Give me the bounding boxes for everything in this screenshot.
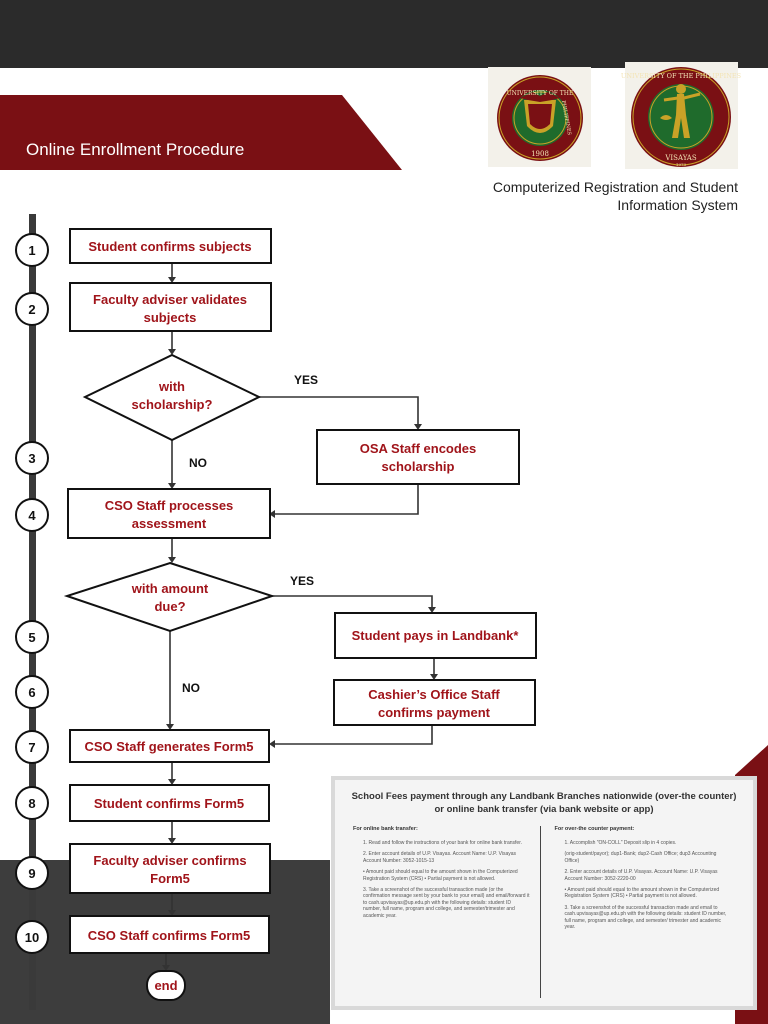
node-label: CSO Staff confirms Form5 <box>88 928 251 943</box>
svg-text:1908: 1908 <box>531 150 549 158</box>
system-name-line-2: Information System <box>617 197 738 213</box>
step-number: 3 <box>28 451 35 466</box>
arrow-osa-4 <box>272 484 419 515</box>
step-8-marker <box>15 786 49 820</box>
system-name: Computerized Registration and Student In… <box>493 178 738 214</box>
svg-text:1973: 1973 <box>676 162 687 167</box>
system-name-line-1: Computerized Registration and Student <box>492 179 738 195</box>
node-adviser-confirms-form5 <box>69 843 271 894</box>
instruction-item: 2. Enter account details of U.P. Visayas… <box>564 869 718 882</box>
node-label: Student confirms subjects <box>88 239 251 254</box>
payment-instructions-card: School Fees payment through any Landbank… <box>331 776 757 1010</box>
node-cso-assessment <box>67 488 271 539</box>
instruction-item: (orig-student/payor); dup1-Bank; dup2-Ca… <box>564 851 717 864</box>
step-number: 2 <box>28 302 35 317</box>
instruction-item: 3. Take a screenshot of the successful t… <box>363 887 530 919</box>
node-student-confirms-form5 <box>69 784 270 822</box>
node-student-confirms-subjects <box>69 228 272 264</box>
over-the-counter-column: For over-the counter payment: 1. Accompl… <box>539 826 742 998</box>
node-label: Faculty adviser validates <box>93 292 247 307</box>
decision-amount-due <box>63 561 276 633</box>
instruction-item: 1. Read and follow the instructions of y… <box>363 840 522 846</box>
decision-scholarship <box>82 353 262 442</box>
step-number: 10 <box>25 930 39 945</box>
instruction-item: • Amount paid should equal to the amount… <box>363 869 518 882</box>
node-label: Cashier’s Office Staff <box>368 687 500 702</box>
node-student-pays <box>334 612 537 659</box>
step-7-marker <box>15 730 49 764</box>
step-3-marker <box>15 441 49 475</box>
instruction-item: 1. Accomplish "ON-COLL" Deposit slip in … <box>564 840 677 846</box>
decision-label: with <box>158 379 185 394</box>
step-number: 7 <box>28 740 35 755</box>
step-1-marker <box>15 233 49 267</box>
decision-label: due? <box>154 599 185 614</box>
node-label: assessment <box>132 516 207 531</box>
node-label: confirms payment <box>378 705 491 720</box>
arrow-yes2 <box>272 595 433 610</box>
branch-yes-label: YES <box>294 373 318 387</box>
branch-no-label: NO <box>189 456 207 470</box>
decision-label: scholarship? <box>132 397 213 412</box>
up-visayas-seal-logo: UNIVERSITY OF THE PHILIPPINES VISAYAS 19… <box>621 62 741 169</box>
top-bar <box>0 0 768 68</box>
node-label: Faculty adviser confirms <box>93 853 246 868</box>
node-label: scholarship <box>382 459 455 474</box>
instruction-item: 2. Enter account details of U.P. Visayas… <box>363 851 517 864</box>
title-band <box>0 95 402 170</box>
counter-heading: For over-the counter payment: <box>554 826 635 832</box>
step-10-marker <box>15 920 49 954</box>
arrowheads <box>162 277 438 971</box>
card-title: School Fees payment through any Landbank… <box>351 791 737 815</box>
node-label: CSO Staff generates Form5 <box>84 739 253 754</box>
step-number: 6 <box>28 685 35 700</box>
instruction-item: 3. Take a screenshot of the successful t… <box>564 904 727 931</box>
up-seal-logo: UNIVERSITY OF THE PHILIPPINES 1908 <box>488 67 591 167</box>
step-5-marker <box>15 620 49 654</box>
step-4-marker <box>15 498 49 532</box>
node-cashier-confirms <box>333 679 536 726</box>
step-number: 9 <box>28 866 35 881</box>
node-end <box>146 970 186 1001</box>
branch-no-label: NO <box>182 681 200 695</box>
node-osa-encodes <box>316 429 520 485</box>
step-2-marker <box>15 292 49 326</box>
timeline-bar <box>29 214 36 1010</box>
end-label: end <box>154 978 177 993</box>
instruction-item: • Amount paid should equal to the amount… <box>564 887 720 900</box>
online-transfer-column: For online bank transfer: 1. Read and fo… <box>353 826 540 998</box>
connectors <box>165 263 435 968</box>
decision-label: with amount <box>131 581 209 596</box>
node-label: Form5 <box>150 871 190 886</box>
step-number: 4 <box>28 508 36 523</box>
step-number: 8 <box>28 796 35 811</box>
arrow-6-7 <box>272 725 433 745</box>
step-9-marker <box>15 856 49 890</box>
svg-text:VISAYAS: VISAYAS <box>664 154 697 162</box>
step-number: 5 <box>28 630 35 645</box>
svg-text:UNIVERSITY OF THE PHILIPPINES: UNIVERSITY OF THE PHILIPPINES <box>621 72 741 80</box>
node-label: CSO Staff processes <box>105 498 234 513</box>
bottom-band-lower <box>0 893 330 1024</box>
svg-text:UNIVERSITY OF THE: UNIVERSITY OF THE <box>507 90 574 97</box>
step-6-marker <box>15 675 49 709</box>
node-cso-generates-form5 <box>69 729 270 763</box>
node-label: Student pays in Landbank* <box>352 628 520 643</box>
step-markers <box>15 233 49 954</box>
node-cso-confirms-form5 <box>69 915 270 954</box>
node-label: Student confirms Form5 <box>94 796 244 811</box>
node-label: OSA Staff encodes <box>360 441 477 456</box>
node-adviser-validates <box>69 282 272 332</box>
step-number: 1 <box>28 243 35 258</box>
branch-yes-label: YES <box>290 574 314 588</box>
arrow-yes1 <box>259 396 419 427</box>
online-heading: For online bank transfer: <box>353 826 418 832</box>
node-label: subjects <box>144 310 197 325</box>
page-title: Online Enrollment Procedure <box>26 140 245 159</box>
